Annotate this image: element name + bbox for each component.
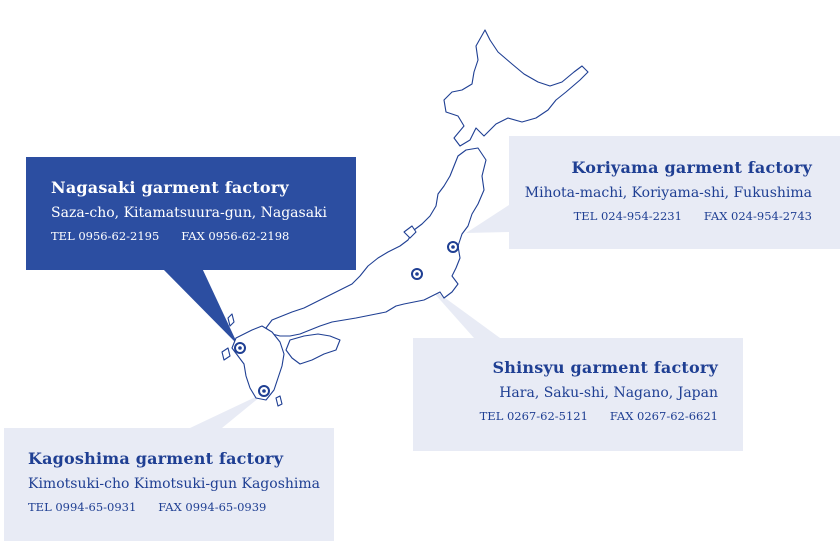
factory-tel: TEL 0994-65-0931 (28, 500, 137, 514)
factory-fax: FAX 024-954-2743 (703, 209, 812, 223)
factory-address: Mihota-machi, Koriyama-shi, Fukushima (524, 185, 812, 201)
shinsyu-factory-card: Shinsyu garment factory Hara, Saku-shi, … (413, 338, 743, 451)
koriyama-factory-card: Koriyama garment factory Mihota-machi, K… (509, 136, 840, 249)
nagasaki-pointer (162, 268, 238, 345)
factory-contact: TEL 0956-62-2195 FAX 0956-62-2198 (51, 229, 356, 243)
factory-contact: TEL 024-954-2231 FAX 024-954-2743 (509, 209, 812, 223)
factory-name: Kagoshima garment factory (28, 449, 284, 468)
factory-tel: TEL 024-954-2231 (573, 209, 682, 223)
factory-name: Koriyama garment factory (571, 158, 812, 177)
goto-islands (221, 347, 231, 361)
koriyama-pointer (466, 205, 509, 233)
kagoshima-factory-card: Kagoshima garment factory Kimotsuki-cho … (4, 428, 334, 541)
shikoku-island (285, 333, 341, 365)
factory-fax: FAX 0956-62-2198 (181, 229, 290, 243)
kyushu-island (231, 325, 285, 401)
kagoshima-pointer (190, 392, 266, 428)
tanegashima-island (275, 395, 283, 407)
factory-address: Saza-cho, Kitamatsuura-gun, Nagasaki (51, 205, 328, 221)
kagoshima-marker[interactable] (258, 385, 270, 397)
nagasaki-marker[interactable] (234, 342, 246, 354)
koriyama-marker[interactable] (447, 241, 459, 253)
factory-tel: TEL 0267-62-5121 (479, 409, 588, 423)
factory-name: Shinsyu garment factory (492, 358, 718, 377)
factory-tel: TEL 0956-62-2195 (51, 229, 160, 243)
factory-fax: FAX 0994-65-0939 (158, 500, 267, 514)
factory-address: Kimotsuki-cho Kimotsuki-gun Kagoshima (28, 476, 320, 492)
shinsyu-marker[interactable] (411, 268, 423, 280)
factory-name: Nagasaki garment factory (51, 178, 289, 197)
sado-island (403, 225, 417, 239)
factory-fax: FAX 0267-62-6621 (609, 409, 718, 423)
factory-contact: TEL 0267-62-5121 FAX 0267-62-6621 (413, 409, 718, 423)
factory-address: Hara, Saku-shi, Nagano, Japan (499, 385, 718, 401)
tsushima-island (227, 313, 235, 327)
factory-contact: TEL 0994-65-0931 FAX 0994-65-0939 (28, 500, 334, 514)
nagasaki-factory-card: Nagasaki garment factory Saza-cho, Kitam… (26, 157, 356, 270)
hokkaido-island (443, 29, 589, 147)
